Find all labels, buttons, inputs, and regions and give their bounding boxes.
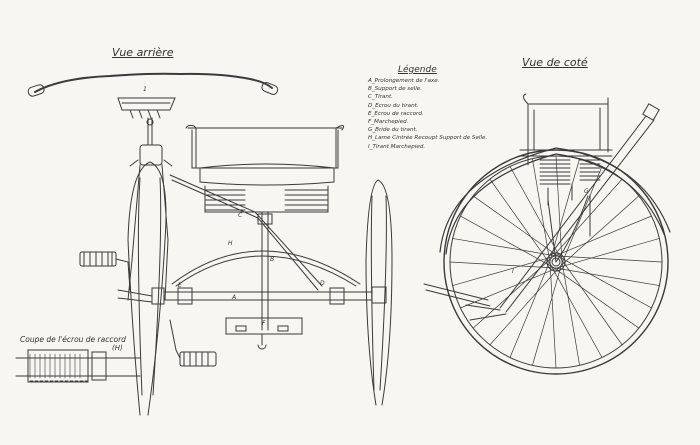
spoke	[452, 255, 556, 286]
spoke	[555, 155, 563, 263]
rear-view-title: Vue arrière	[112, 46, 174, 59]
side-seat-frame	[519, 93, 613, 206]
part-letter-d: D	[320, 280, 325, 287]
axle-a	[163, 291, 356, 301]
left-pedal	[79, 251, 131, 291]
blade-h	[171, 250, 361, 285]
legend-item: I_Tirant Marchepied.	[368, 143, 426, 150]
section-mark: (H)	[112, 344, 123, 352]
legend-item: A_Prolongement de l'axe.	[368, 78, 440, 84]
side-view-drawing	[423, 93, 671, 375]
spoke	[452, 238, 558, 257]
part-letter-1: 1	[143, 86, 147, 93]
spoke	[555, 255, 663, 263]
spoke	[460, 215, 554, 268]
spoke	[460, 267, 559, 309]
spoke	[559, 195, 640, 268]
spoke	[489, 178, 552, 267]
spoke	[489, 265, 562, 346]
spoke	[550, 178, 623, 259]
spoke	[549, 261, 557, 369]
spoke	[554, 267, 660, 286]
spoke	[532, 262, 563, 366]
legend-item: D_Ecrou du tirant.	[368, 102, 419, 109]
spoke	[549, 158, 580, 262]
spoke	[550, 264, 603, 358]
legend-item: H_Lame Cintrée Recoupt Support de Selle.	[368, 135, 488, 142]
part-letter-c: C	[238, 212, 243, 219]
section-title: Coupe de l'écrou de raccord	[20, 335, 126, 344]
handlebar	[34, 72, 273, 93]
right-grip	[261, 82, 279, 95]
legend-item: F_Marchepied.	[368, 119, 409, 126]
spoke	[561, 260, 580, 366]
spoke	[560, 257, 623, 346]
legend-item: E_Ecrou de raccord.	[368, 110, 424, 117]
mudguard	[439, 147, 671, 255]
steering-tube	[499, 115, 655, 313]
support-b	[261, 211, 269, 331]
part-letter-e: E	[178, 282, 182, 289]
legend-list: A_Prolongement de l'axe. B_Support de se…	[368, 77, 487, 151]
spoke	[509, 166, 562, 260]
lower-pedal	[169, 319, 217, 367]
part-letter-f: F	[262, 320, 266, 327]
wheel-spokes	[449, 155, 663, 369]
part-letter-a: A	[232, 294, 237, 301]
part-letter-i: I	[512, 268, 514, 275]
spoke	[558, 256, 652, 309]
side-view-title: Vue de coté	[522, 56, 588, 69]
part-letter-g: G	[584, 188, 589, 195]
spoke	[553, 215, 652, 257]
spoke	[556, 238, 660, 269]
legend-item: C_Tirant.	[368, 94, 393, 101]
legend-item: B_Support de selle.	[368, 86, 422, 93]
footboard-f	[225, 317, 303, 350]
legend-title: Légende	[398, 65, 437, 75]
seat-post	[147, 117, 153, 146]
sidecar-seat	[185, 124, 345, 213]
spoke	[551, 266, 640, 329]
spoke	[449, 261, 557, 269]
section-detail-drawing	[15, 349, 141, 383]
legend-item: G_Bride du tirant.	[368, 127, 418, 134]
rear-view-drawing	[27, 72, 393, 416]
rear-wheel-edge	[127, 161, 167, 416]
left-grip	[27, 84, 45, 97]
part-letter-b: B	[270, 256, 275, 263]
spoke	[472, 195, 561, 258]
sidecar-wheel-edge	[365, 179, 393, 406]
tirant-c	[169, 174, 323, 287]
cycle-saddle	[117, 97, 176, 111]
part-letter-h: H	[228, 240, 233, 247]
spoke	[532, 158, 551, 264]
spoke	[509, 259, 551, 358]
